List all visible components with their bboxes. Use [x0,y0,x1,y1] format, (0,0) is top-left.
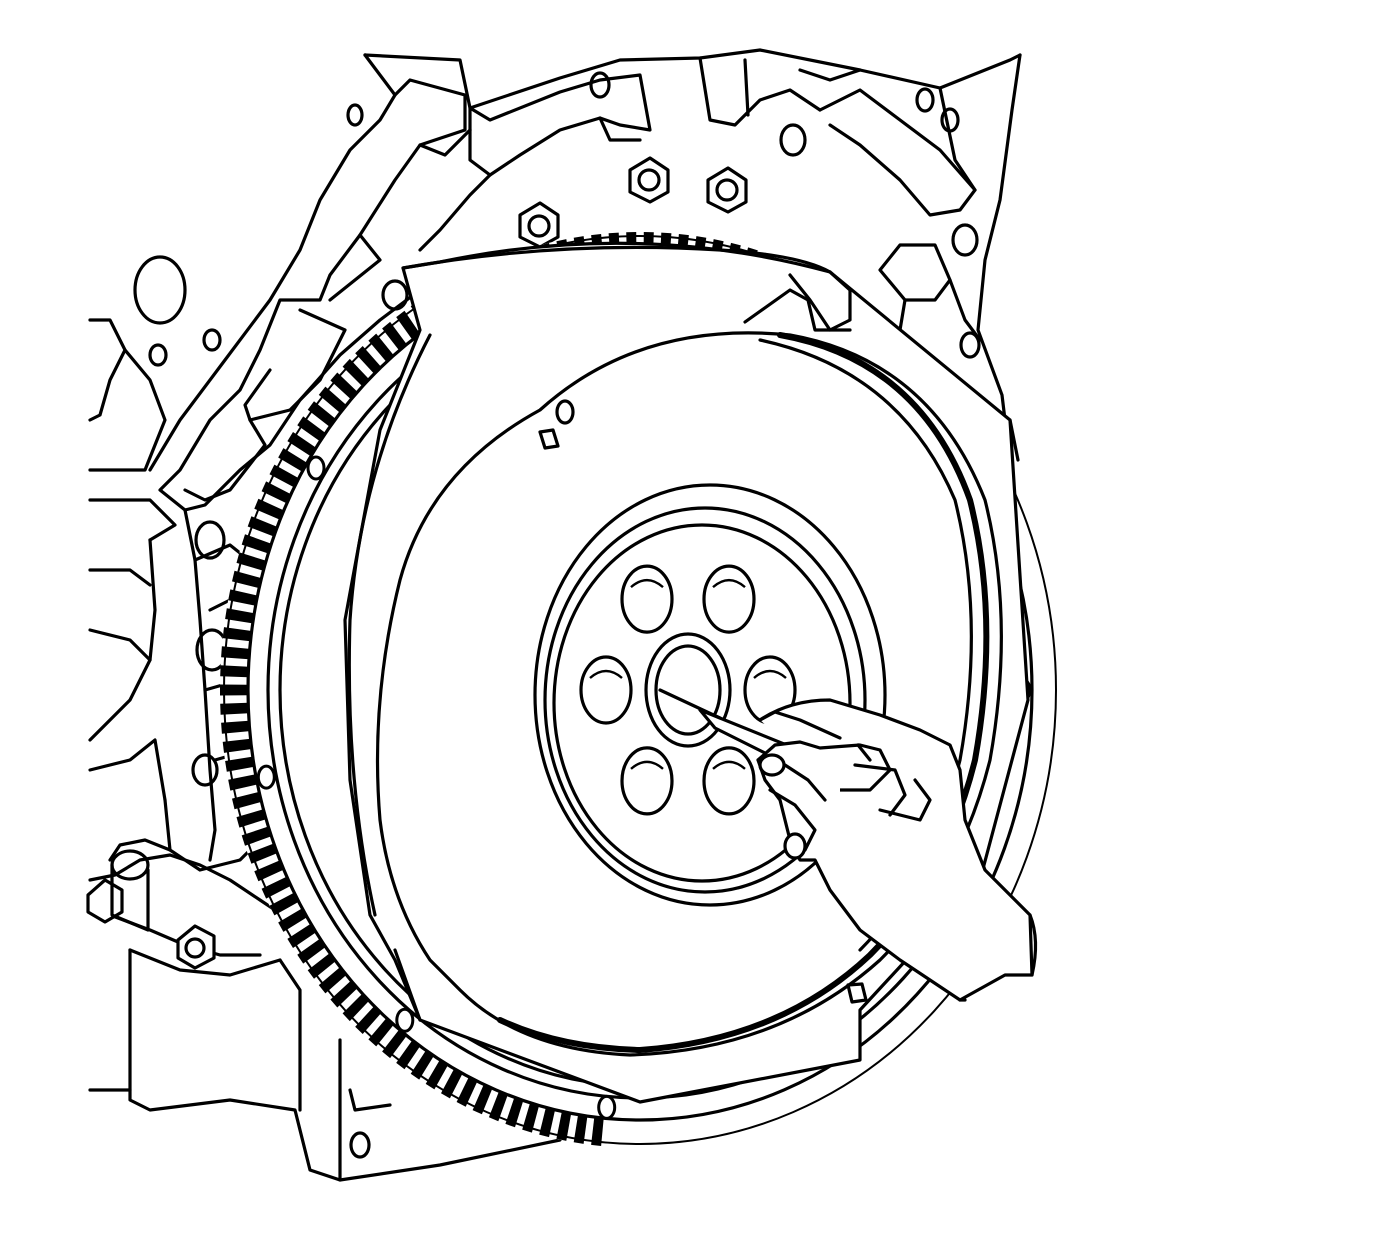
hand-with-pick [658,688,1038,1002]
crank-bolt-hole [620,746,674,816]
hand [756,698,1034,1002]
ring-gear-tooth [221,646,250,660]
ring-gear-tooth [228,589,258,606]
crank-bolt-holes [579,564,797,816]
crank-bolt-hole-edge [712,578,746,589]
flange-hole [395,1007,415,1033]
ring-gear-tooth [221,720,250,734]
ring-gear-tooth [222,627,252,642]
ring-gear-tooth [232,791,262,810]
ring-gear-tooth [222,738,252,753]
crank-bolt-hole [702,564,756,634]
ring-gear-tooth [220,684,248,696]
flange-hole [597,1094,617,1120]
ring-gear-tooth [591,1117,604,1146]
ring-gear-tooth [539,1107,556,1138]
ring-gear-tooth [241,534,272,554]
ring-gear-tooth [241,826,272,846]
ring-gear-tooth [220,702,249,715]
flange-hole [306,455,326,481]
ring-gear-tooth [236,809,267,828]
crank-bolt-hole-edge [589,669,623,679]
ring-gear-tooth [225,756,255,772]
ring-gear-tooth [556,1111,572,1141]
ring-gear-tooth [236,552,267,571]
crank-bolt-hole-edge [753,669,787,679]
ring-gear-tooth [232,570,262,589]
crank-bolt-hole [579,655,633,725]
crank-bolt-hole [620,564,674,634]
ring-gear-tooth [472,1084,493,1115]
crank-bolt-hole-edge [712,760,746,770]
ring-gear-tooth [573,1114,588,1144]
engine-block [88,48,1022,1182]
ring-gear-edge [223,235,1057,1145]
crank-bolt-hole [702,746,756,816]
ring-gear-tooth [522,1102,540,1133]
ring-gear-tooth [247,843,278,864]
ring-gear-tooth [254,498,284,520]
crank-bolt-hole-edge [630,760,664,770]
ring-gear-tooth [228,774,258,791]
ring-gear-tooth [225,608,255,624]
ring-gear-tooth [488,1091,508,1122]
ring-gear-tooth [254,860,284,882]
ring-gear-tooth [220,665,249,678]
flange-hole [256,764,276,790]
crank-bolt-hole-edge [630,578,664,589]
flywheel [220,232,1060,1148]
ring-gear-tooth [247,516,278,537]
ring-gear-tooth [505,1097,524,1128]
